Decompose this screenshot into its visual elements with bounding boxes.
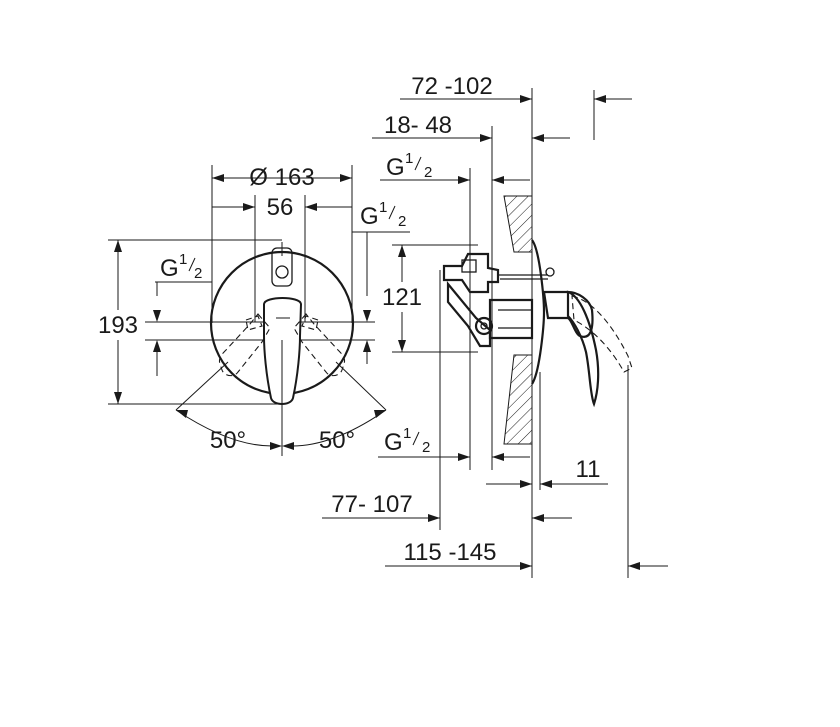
side-view: 72 -102 18- 48 G 1 2 121 [322, 73, 668, 578]
side-connection-top-num: 1 [405, 150, 413, 167]
connection-top-den: 2 [398, 213, 406, 230]
connection-left-letter: G [160, 255, 179, 282]
side-connection-bottom-letter: G [384, 429, 403, 456]
connection-top-num: 1 [379, 199, 387, 216]
valve-body [442, 252, 500, 294]
front-view: Ø 163 56 193 G 1 2 G 1 2 [98, 164, 410, 456]
plate-thickness-label: 11 [576, 456, 601, 483]
cover-plate-side [531, 239, 546, 385]
handle-width-label: 56 [267, 194, 294, 221]
connection-left-den: 2 [194, 265, 202, 282]
side-connection-bottom-num: 1 [403, 425, 411, 442]
lever-side-rotated [571, 295, 633, 373]
height-label: 193 [98, 312, 138, 339]
depth-body-label: 77- 107 [331, 491, 412, 518]
wall-hatch-lower [503, 354, 533, 445]
lever-side [566, 290, 600, 408]
side-connection-top-letter: G [386, 154, 405, 181]
side-connection-bottom-den: 2 [422, 439, 430, 456]
lower-connection [474, 316, 494, 336]
depth-top-label: 72 -102 [411, 73, 492, 100]
angle-right-label: 50° [319, 427, 355, 454]
depth-wall-label: 18- 48 [384, 112, 452, 139]
diameter-label: Ø 163 [249, 164, 314, 191]
depth-total-label: 115 -145 [404, 539, 497, 566]
handle-rotated-left [218, 313, 271, 377]
wall-hatch-upper [503, 195, 533, 253]
side-connection-top-den: 2 [424, 164, 432, 181]
handle-rotated-right [293, 313, 346, 377]
connection-top-letter: G [360, 203, 379, 230]
handle-side-profile [542, 290, 594, 338]
side-height-label: 121 [382, 284, 422, 311]
angle-left-label: 50° [210, 427, 246, 454]
connection-left-num: 1 [179, 251, 187, 268]
